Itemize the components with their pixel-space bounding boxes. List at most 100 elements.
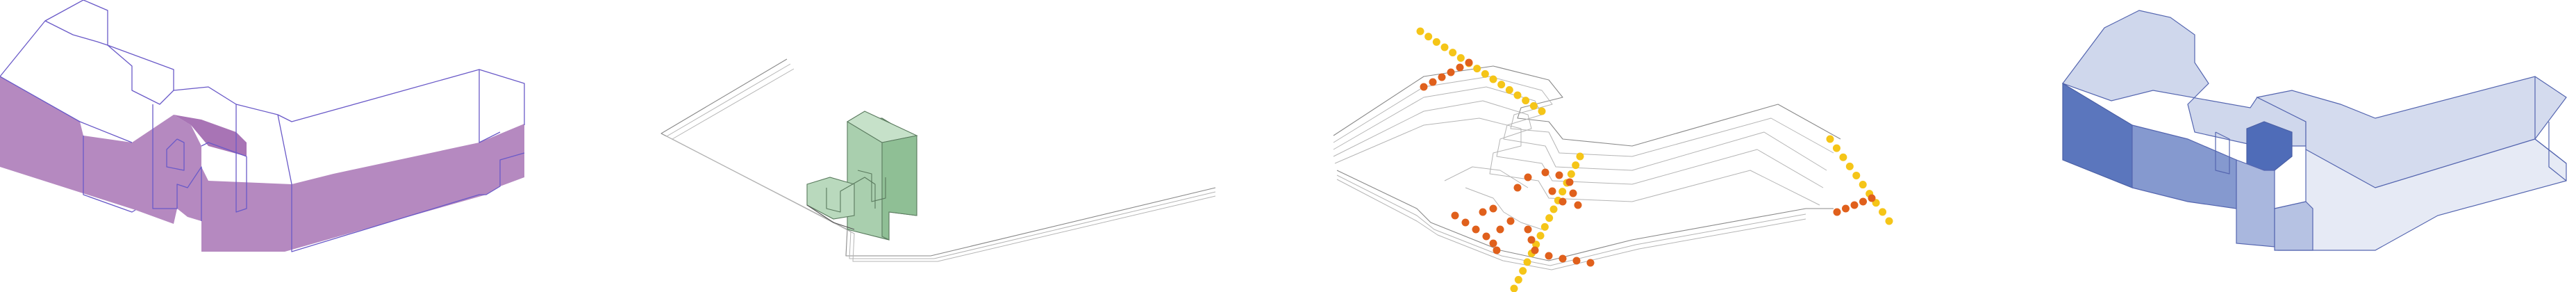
contour-line-7 xyxy=(1336,175,1806,266)
dot-layer xyxy=(1416,27,1893,292)
central-yellow-diagonal-dot xyxy=(1523,258,1531,266)
site-diagram-green xyxy=(625,0,1250,292)
central-yellow-diagonal-dot xyxy=(1536,232,1545,240)
contour-line-5 xyxy=(1334,117,1820,206)
green-tower-side xyxy=(881,135,917,241)
blue-vertical-ribs xyxy=(2534,76,2567,164)
lower-orange-path-dot xyxy=(1482,232,1490,241)
upper-left-yellow-row-dot xyxy=(1416,27,1424,35)
massing-diagram-blue xyxy=(2049,0,2576,292)
violet-inner-volume xyxy=(152,104,202,221)
site-line-outer xyxy=(660,58,1216,257)
central-orange-loop-dot xyxy=(1565,178,1574,186)
central-yellow-diagonal-dot xyxy=(1549,205,1558,213)
contour-line-9 xyxy=(1465,187,1543,230)
right-orange-row-dot xyxy=(1859,197,1867,206)
violet-mid-vertical xyxy=(235,104,247,213)
blue-stair-block xyxy=(2215,131,2230,175)
central-yellow-diagonal-dot xyxy=(1572,161,1580,170)
violet-upper-left-block xyxy=(44,20,174,105)
right-yellow-row-dot xyxy=(1879,208,1887,216)
upper-left-orange-row-dot xyxy=(1438,73,1446,81)
lower-orange-path-dot xyxy=(1472,225,1480,234)
upper-left-orange-row-dot xyxy=(1420,83,1428,91)
central-yellow-diagonal-dot xyxy=(1576,152,1584,161)
lower-orange-path-dot xyxy=(1506,217,1515,225)
central-orange-loop-dot xyxy=(1541,168,1549,177)
contour-line-8 xyxy=(1336,179,1806,270)
upper-left-orange-row-dot xyxy=(1429,78,1437,86)
site-line-inner xyxy=(672,68,1216,262)
lower-orange-path-dot xyxy=(1559,197,1567,206)
violet-right-long-edge xyxy=(277,114,525,252)
upper-left-yellow-row-dot xyxy=(1473,65,1481,73)
central-orange-loop-dot xyxy=(1574,201,1582,209)
central-yellow-diagonal-dot xyxy=(1540,222,1549,231)
lower-orange-path-dot xyxy=(1461,218,1470,227)
lower-orange-path-dot xyxy=(1489,204,1497,213)
lower-orange-path-dot xyxy=(1559,254,1567,263)
central-yellow-diagonal-dot xyxy=(1532,241,1540,249)
blue-left-face-dark xyxy=(2062,82,2133,188)
upper-left-yellow-row-dot xyxy=(1440,43,1449,51)
lower-orange-path-dot xyxy=(1548,187,1556,195)
site-line-middle xyxy=(666,63,1216,259)
upper-left-yellow-row-dot xyxy=(1497,81,1506,89)
upper-left-yellow-row-dot xyxy=(1481,70,1489,78)
right-orange-row-dot xyxy=(1833,208,1841,216)
massing-blue-svg xyxy=(2062,10,2567,251)
lower-orange-path-dot xyxy=(1572,257,1581,265)
central-yellow-diagonal-dot xyxy=(1510,284,1518,292)
blue-roof-plane-right xyxy=(2256,76,2567,188)
right-yellow-row-dot xyxy=(1845,162,1854,170)
central-orange-loop-dot xyxy=(1569,189,1577,197)
green-internal-lines xyxy=(826,177,876,213)
lower-orange-path-dot xyxy=(1451,211,1459,220)
massing-violet-svg xyxy=(0,0,525,252)
contour-line-4 xyxy=(1333,100,1824,188)
violet-front-edge xyxy=(83,136,136,213)
blue-right-corner xyxy=(2548,122,2567,181)
upper-left-orange-row-dot xyxy=(1456,63,1464,72)
right-orange-row-dot xyxy=(1868,194,1876,202)
right-yellow-row-dot xyxy=(1852,171,1861,179)
site-green-svg xyxy=(660,58,1216,262)
violet-right-vertical xyxy=(479,70,501,143)
violet-stair-block xyxy=(166,138,185,171)
green-base-line xyxy=(806,204,855,230)
lower-orange-path-dot xyxy=(1489,239,1497,248)
massing-diagram-violet xyxy=(0,0,556,292)
blue-center-wall xyxy=(2236,159,2275,248)
contour-line-3 xyxy=(1333,86,1827,171)
upper-left-orange-row-dot xyxy=(1447,68,1455,76)
upper-left-yellow-row-dot xyxy=(1522,97,1530,105)
central-orange-loop-dot xyxy=(1524,173,1532,181)
right-yellow-row-dot xyxy=(1885,217,1893,225)
lower-orange-path-dot xyxy=(1527,236,1536,244)
lower-orange-path-dot xyxy=(1479,208,1487,216)
central-yellow-diagonal-dot xyxy=(1519,267,1527,275)
violet-roof-outline xyxy=(0,0,525,125)
upper-left-yellow-row-dot xyxy=(1424,33,1433,41)
lower-orange-path-dot xyxy=(1496,225,1504,234)
lower-orange-path-dot xyxy=(1545,252,1553,260)
central-yellow-diagonal-dot xyxy=(1545,214,1554,222)
upper-left-yellow-row-dot xyxy=(1513,91,1522,99)
lower-orange-path-dot xyxy=(1493,246,1501,254)
green-stair-lines xyxy=(857,170,886,202)
blue-roof-plane-left xyxy=(2062,10,2307,147)
violet-small-parapet xyxy=(201,142,247,157)
lower-orange-path-dot xyxy=(1531,246,1539,254)
right-yellow-row-dot xyxy=(1826,135,1834,143)
central-orange-loop-dot xyxy=(1555,171,1563,179)
contour-line-6 xyxy=(1336,170,1834,261)
violet-lower-facade xyxy=(0,76,524,252)
right-orange-row-dot xyxy=(1850,201,1859,209)
violet-inner-wall xyxy=(174,115,247,156)
upper-left-yellow-row-dot xyxy=(1432,38,1440,46)
contour-diagram-dots xyxy=(1320,0,1945,292)
lower-orange-path-dot xyxy=(1586,259,1595,267)
upper-left-yellow-row-dot xyxy=(1505,86,1513,94)
upper-left-orange-row-dot xyxy=(1465,58,1473,67)
central-yellow-diagonal-dot xyxy=(1567,170,1575,178)
